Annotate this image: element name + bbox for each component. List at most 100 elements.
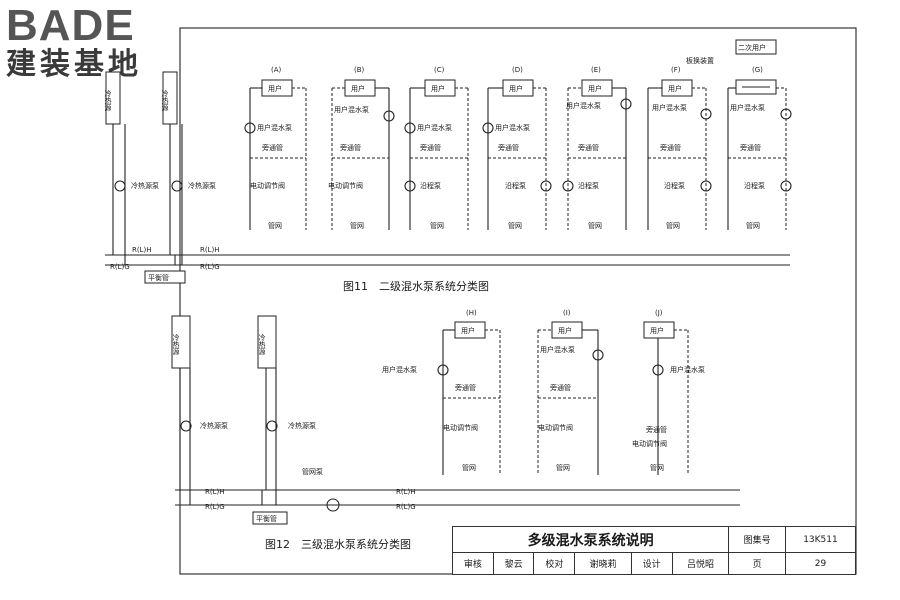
unit-F-route-pump-icon [700, 180, 712, 192]
unit-H: (H) 用户 用户混水泵 旁通管 电动调节阀 管网 [382, 309, 501, 475]
unit-B-bypass-label: 旁通管 [340, 143, 361, 152]
unit-E-network: 管网 [588, 221, 602, 230]
unit-G-network: 管网 [746, 221, 760, 230]
unit-H-network: 管网 [462, 463, 476, 472]
unit-I-pump-icon [592, 349, 604, 361]
fig12-main-supply: R(L)H [396, 488, 416, 496]
fig12-source-pump-icon-2 [266, 420, 278, 432]
unit-E-pump-icon [620, 98, 632, 110]
unit-E-route-pump-label: 沿程泵 [578, 181, 599, 190]
unit-G-route-pump-icon [780, 180, 792, 192]
heat-source-1-label: 冷热源 [104, 89, 112, 112]
unit-J-bypass-label: 旁通管 [646, 425, 667, 434]
unit-G: (G) 二次用户 板换装置 用户混水泵 旁通管 沿程泵 管网 [686, 39, 792, 230]
unit-C-bypass-label: 旁通管 [420, 143, 441, 152]
heat-source-2-label: 冷热源 [161, 89, 169, 112]
unit-J-pump-label: 用户混水泵 [670, 365, 705, 374]
unit-B: (B) 用户 用户混水泵 旁通管 电动调节阀 管网 [328, 66, 395, 230]
fig12-caption: 图12 三级混水泵系统分类图 [265, 537, 411, 551]
secondary-user-label: 二次用户 [738, 43, 766, 52]
source-pump-label-2: 冷热源泵 [188, 181, 216, 190]
unit-C-label: (C) [434, 66, 445, 74]
unit-C-route-pump-icon [404, 180, 416, 192]
unit-J-user: 用户 [650, 326, 664, 335]
fig11-main-supply-label: R(L)H [200, 246, 220, 254]
sheet-title: 多级混水泵系统说明 [451, 526, 730, 553]
unit-H-bypass-label: 旁通管 [455, 383, 476, 392]
fig12-heat-source-2 [257, 315, 277, 369]
unit-G-pump-icon [780, 108, 792, 120]
unit-I-bypass-label: 旁通管 [550, 383, 571, 392]
unit-G-route-pump-label: 沿程泵 [744, 181, 765, 190]
unit-D: (D) 用户 用户混水泵 旁通管 沿程泵 管网 [482, 66, 552, 230]
unit-H-user: 用户 [461, 326, 475, 335]
unit-A-label: (A) [271, 66, 282, 74]
unit-D-user: 用户 [509, 84, 523, 93]
unit-D-pump-icon [482, 122, 494, 134]
fig12-src-return: R(L)G [205, 503, 225, 511]
review-label: 审核 [452, 552, 494, 575]
unit-I-user: 用户 [558, 326, 572, 335]
fig12-main-return: R(L)G [396, 503, 416, 511]
unit-G-pump-label: 用户混水泵 [730, 103, 765, 112]
reviewer-name: 黎云 [492, 552, 535, 575]
fig11-main-return-label: R(L)G [200, 263, 220, 271]
network-pump-icon [326, 498, 340, 512]
unit-E-user: 用户 [588, 84, 602, 93]
unit-J-label: (J) [655, 309, 663, 317]
unit-J-network: 管网 [650, 463, 664, 472]
fig12-source-pump-icon-1 [180, 420, 192, 432]
unit-E-bypass-label: 旁通管 [578, 143, 599, 152]
unit-A-network: 管网 [268, 221, 282, 230]
unit-F-network: 管网 [666, 221, 680, 230]
source-pump-label-1: 冷热源泵 [131, 181, 159, 190]
unit-F-user: 用户 [668, 84, 682, 93]
title-block: 多级混水泵系统说明 图集号 13K511 审核 黎云 校对 谢晓莉 设计 吕悦昭… [451, 526, 857, 575]
unit-A: (A) 用户 用户混水泵 旁通管 电动调节阀 管网 [244, 66, 307, 230]
unit-H-label: (H) [466, 309, 477, 317]
unit-A-user: 用户 [268, 84, 282, 93]
page-number: 29 [784, 552, 857, 575]
unit-I-valve-label: 电动调节阀 [538, 423, 573, 432]
atlas-label: 图集号 [728, 526, 786, 553]
unit-B-pump-icon [383, 110, 395, 122]
fig12-source-pump-label-1: 冷热源泵 [200, 421, 228, 430]
unit-B-network: 管网 [350, 221, 364, 230]
unit-A-pump-label: 用户混水泵 [257, 123, 292, 132]
unit-B-valve-label: 电动调节阀 [328, 181, 363, 190]
design-label: 设计 [630, 552, 673, 575]
unit-C-pump-label: 用户混水泵 [417, 123, 452, 132]
unit-C: (C) 用户 用户混水泵 旁通管 沿程泵 管网 [404, 66, 469, 230]
unit-H-pump-label: 用户混水泵 [382, 365, 417, 374]
fig12-heat-source-1 [171, 315, 191, 369]
page-label: 页 [728, 552, 786, 575]
check-label: 校对 [533, 552, 576, 575]
unit-C-user: 用户 [431, 84, 445, 93]
unit-J-pump-icon [652, 364, 664, 376]
fig12-heat-source-1-label: 冷热源 [172, 333, 180, 356]
unit-F-bypass-label: 旁通管 [660, 143, 681, 152]
balance-pipe-label: 平衡管 [148, 273, 169, 282]
unit-D-bypass-label: 旁通管 [498, 143, 519, 152]
fig11-src-return-label: R(L)G [110, 263, 130, 271]
unit-H-pump-icon [437, 364, 449, 376]
unit-B-pump-label: 用户混水泵 [334, 105, 369, 114]
unit-B-label: (B) [354, 66, 365, 74]
unit-E: (E) 用户 用户混水泵 旁通管 沿程泵 管网 [562, 66, 632, 230]
unit-D-pump-label: 用户混水泵 [495, 123, 530, 132]
unit-I-network: 管网 [556, 463, 570, 472]
unit-B-user: 用户 [351, 84, 365, 93]
network-pump-label: 管网泵 [302, 467, 323, 476]
checker-name: 谢晓莉 [574, 552, 632, 575]
logo: BADE 建装基地 [6, 4, 142, 82]
unit-H-valve-label: 电动调节阀 [443, 423, 478, 432]
unit-F-route-pump-label: 沿程泵 [664, 181, 685, 190]
fig12-balance-label: 平衡管 [256, 514, 277, 523]
designer-name: 吕悦昭 [671, 552, 730, 575]
unit-E-pump-label: 用户混水泵 [566, 101, 601, 110]
unit-F-pump-label: 用户混水泵 [652, 103, 687, 112]
unit-C-network: 管网 [430, 221, 444, 230]
unit-F-pump-icon [700, 108, 712, 120]
fig12-src-supply: R(L)H [205, 488, 225, 496]
